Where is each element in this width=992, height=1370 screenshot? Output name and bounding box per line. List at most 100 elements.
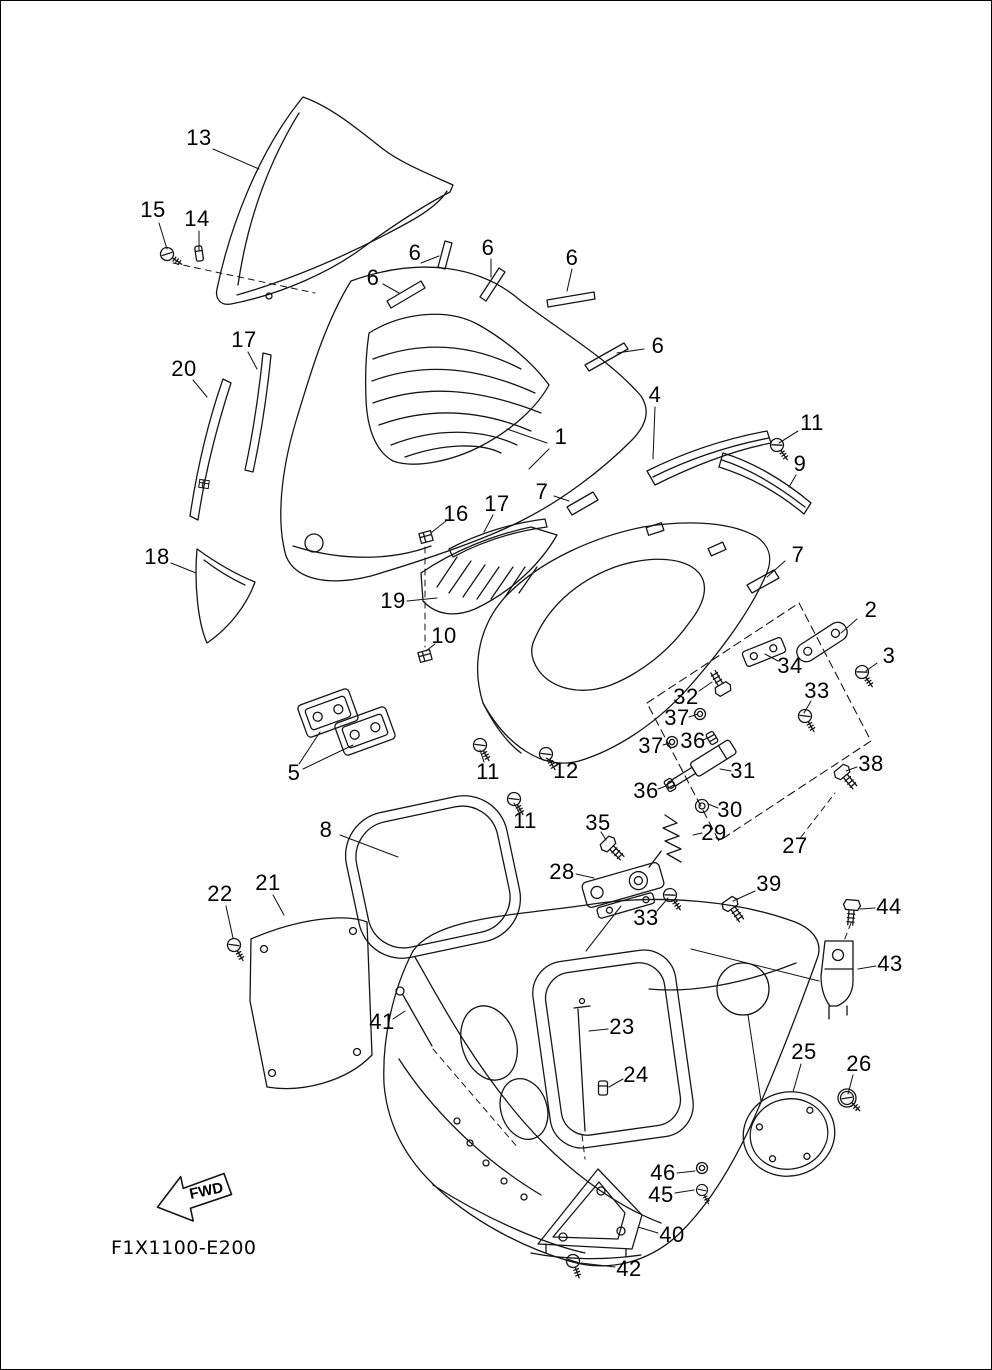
round-cover-25 — [742, 1091, 836, 1177]
gas-damper-31 — [666, 739, 737, 789]
part-label-3: 3 — [882, 643, 896, 668]
part-label-33: 33 — [804, 678, 830, 703]
cap-24 — [597, 1080, 609, 1096]
screw-icon — [694, 1182, 715, 1207]
bolt-icon — [597, 833, 629, 865]
bolt-icon — [841, 898, 862, 927]
rivet-icon — [194, 245, 204, 262]
part-label-6: 6 — [366, 265, 380, 290]
part-label-6: 6 — [651, 333, 665, 358]
alignment-dashed-lines — [172, 262, 852, 1160]
bracket-plate — [297, 688, 359, 738]
diagram-code: F1X1100-E200 — [111, 1237, 257, 1259]
latch-bracket-43 — [820, 940, 854, 1020]
part-label-37: 37 — [638, 733, 664, 758]
part-label-24: 24 — [623, 1062, 649, 1087]
part-label-19: 19 — [380, 588, 406, 613]
part-label-12: 12 — [553, 758, 579, 783]
fwd-arrow-label: FWD — [188, 1179, 225, 1203]
part-label-42: 42 — [616, 1256, 642, 1281]
part-label-46: 46 — [650, 1160, 676, 1185]
part-label-27: 27 — [782, 833, 808, 858]
deck-console-part — [477, 522, 771, 764]
nut-icon — [693, 707, 707, 721]
part-label-32: 32 — [673, 684, 699, 709]
part-label-6: 6 — [481, 235, 495, 260]
part-label-25: 25 — [791, 1039, 817, 1064]
pad-7-right — [746, 569, 780, 594]
screw-icon — [837, 1088, 865, 1116]
part-label-18: 18 — [144, 544, 170, 569]
screw-icon — [767, 435, 794, 465]
part-label-15: 15 — [140, 197, 166, 222]
plate-34 — [741, 636, 787, 668]
part-label-9: 9 — [793, 451, 807, 476]
part-label-11: 11 — [800, 410, 824, 435]
part-label-6: 6 — [408, 240, 422, 265]
part-label-45: 45 — [648, 1182, 674, 1207]
part-label-37: 37 — [664, 705, 690, 730]
trim-channel-4 — [646, 430, 772, 486]
pin-41 — [395, 986, 433, 1047]
part-label-8: 8 — [319, 817, 333, 842]
bushing-30 — [694, 798, 710, 814]
part-label-7: 7 — [535, 479, 549, 504]
part-label-1: 1 — [554, 424, 568, 449]
part-label-17: 17 — [484, 491, 510, 516]
hull-bow-part — [383, 898, 820, 1267]
bolt-icon — [719, 894, 750, 926]
part-label-43: 43 — [877, 951, 903, 976]
part-label-17: 17 — [231, 327, 257, 352]
part-label-41: 41 — [369, 1009, 395, 1034]
assembly-group-box — [646, 602, 872, 842]
screw-icon — [157, 244, 187, 271]
hatch-gasket-8 — [344, 795, 522, 959]
part-label-4: 4 — [648, 382, 662, 407]
part-label-20: 20 — [171, 356, 197, 381]
part-label-35: 35 — [585, 810, 611, 835]
side-strip-17 — [244, 352, 272, 473]
part-label-10: 10 — [431, 623, 457, 648]
front-cowling-part — [280, 266, 647, 582]
nut-icon — [665, 735, 679, 749]
part-label-36: 36 — [633, 778, 659, 803]
part-label-30: 30 — [717, 797, 743, 822]
part-label-7: 7 — [791, 542, 805, 567]
part-label-13: 13 — [186, 125, 212, 150]
part-label-38: 38 — [858, 751, 884, 776]
part-label-5: 5 — [287, 760, 301, 785]
part-label-31: 31 — [730, 758, 756, 783]
screw-icon — [852, 662, 879, 692]
leader-lines — [158, 148, 878, 1268]
spring-29 — [662, 814, 682, 863]
windshield-part — [215, 96, 454, 305]
gusset-bracket-40 — [530, 1168, 643, 1260]
screw-icon — [224, 935, 250, 965]
part-label-26: 26 — [846, 1051, 872, 1076]
bracket-plate — [334, 706, 396, 756]
part-label-34: 34 — [777, 653, 803, 678]
clip-icon — [418, 529, 434, 545]
part-label-2: 2 — [864, 597, 878, 622]
support-rod-23 — [573, 997, 591, 1132]
screw-icon — [795, 706, 821, 736]
side-strip-18 — [195, 548, 256, 644]
part-label-33: 33 — [633, 905, 659, 930]
part-label-22: 22 — [207, 881, 233, 906]
side-strip-20 — [189, 378, 232, 521]
side-molding-19 — [420, 526, 558, 615]
part-label-23: 23 — [609, 1014, 635, 1039]
bolt-icon — [704, 666, 734, 699]
part-label-11: 11 — [476, 759, 500, 784]
part-label-11: 11 — [513, 808, 537, 833]
part-label-14: 14 — [184, 206, 210, 231]
part-label-6: 6 — [565, 245, 579, 270]
part-label-44: 44 — [876, 894, 902, 919]
bracket-2 — [796, 621, 848, 663]
part-label-28: 28 — [549, 859, 575, 884]
hinge-bracket-28 — [581, 850, 665, 919]
part-label-40: 40 — [659, 1222, 685, 1247]
trim-strip-17b — [448, 518, 548, 558]
